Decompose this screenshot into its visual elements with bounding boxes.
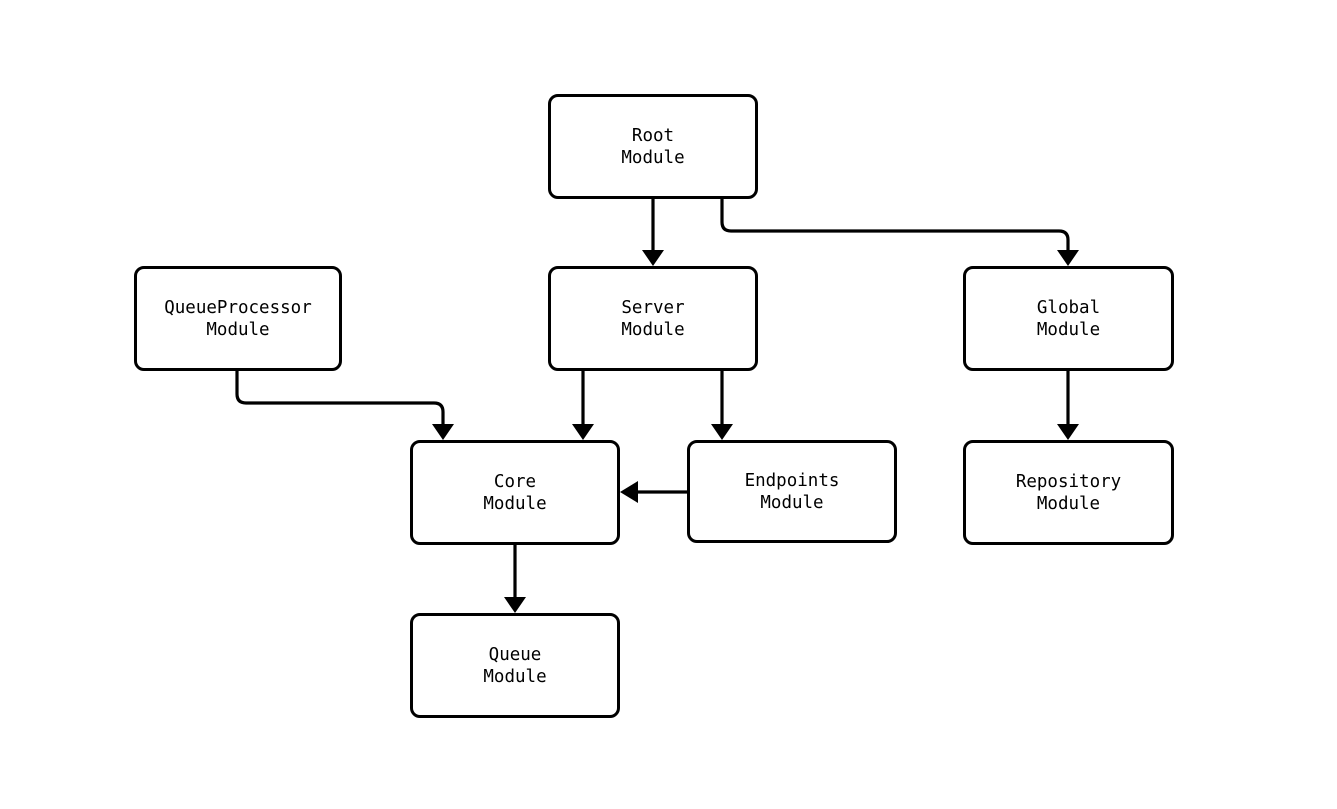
edge-endpoints-to-core [620, 481, 687, 503]
node-queueprocessor-module[interactable]: QueueProcessor Module [134, 266, 342, 371]
node-core-module[interactable]: Core Module [410, 440, 620, 545]
node-server-module-label: Server Module [621, 297, 685, 340]
node-queueprocessor-module-label: QueueProcessor Module [164, 297, 312, 340]
edge-server-to-endpoints [711, 371, 733, 440]
node-root-module-label: Root Module [621, 125, 685, 168]
node-queue-module-label: Queue Module [483, 644, 547, 687]
edge-root-to-global [720, 199, 1079, 266]
edge-global-to-repository [1057, 371, 1079, 440]
node-global-module[interactable]: Global Module [963, 266, 1174, 371]
node-server-module[interactable]: Server Module [548, 266, 758, 371]
edge-server-to-core [572, 371, 594, 440]
edge-core-to-queue [504, 545, 526, 613]
node-endpoints-module[interactable]: Endpoints Module [687, 440, 897, 543]
node-global-module-label: Global Module [1036, 297, 1101, 340]
node-queue-module[interactable]: Queue Module [410, 613, 620, 718]
edge-root-to-server [642, 199, 664, 266]
node-endpoints-module-label: Endpoints Module [744, 470, 840, 513]
node-repository-module-label: Repository Module [1015, 471, 1122, 514]
node-root-module[interactable]: Root Module [548, 94, 758, 199]
edge-queueprocessor-to-core [235, 371, 454, 440]
node-repository-module[interactable]: Repository Module [963, 440, 1174, 545]
node-core-module-label: Core Module [483, 471, 547, 514]
